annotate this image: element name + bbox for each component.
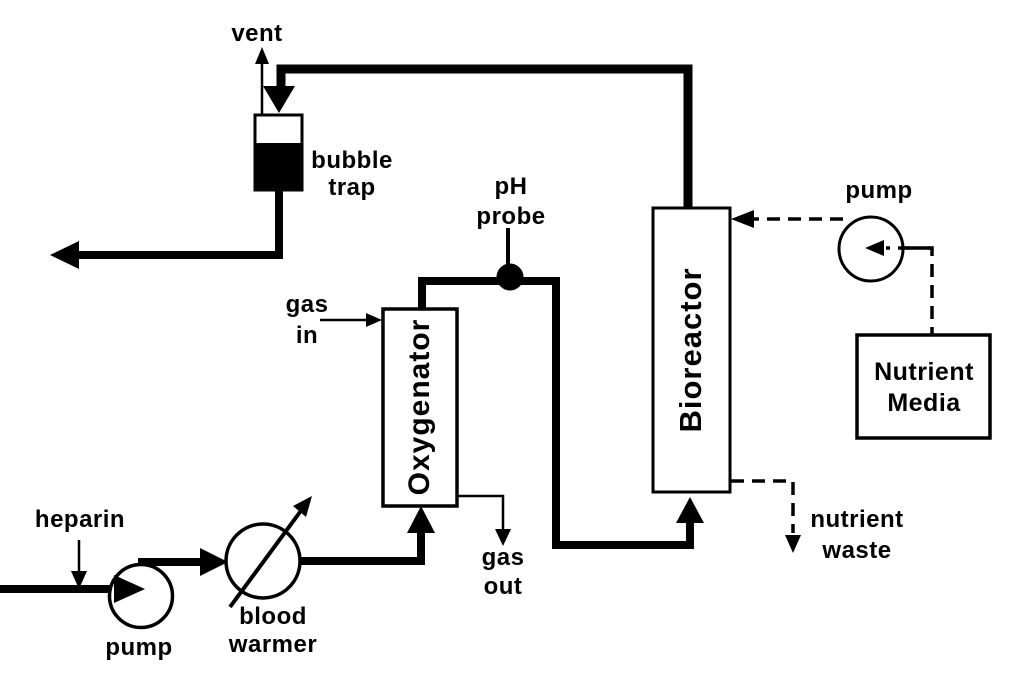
- arrowhead-into-oxygenator: [407, 506, 435, 533]
- gas-in-label: gas in: [285, 291, 329, 349]
- oxygenator-label: Oxygenator: [403, 318, 436, 496]
- vent-label: vent: [231, 20, 283, 47]
- gas-out-label: gas out: [481, 544, 525, 600]
- bubble-trap-liquid-fill: [256, 143, 301, 189]
- nutrient-media-box: [855, 333, 992, 440]
- arrowhead-into-bioreactor: [676, 497, 704, 523]
- bioreactor-label: Bioreactor: [673, 267, 708, 433]
- nutrient-waste-arrowhead: [785, 535, 801, 553]
- oxygenator-box: [381, 307, 459, 508]
- dashed-line-media-to-pump: [886, 246, 934, 340]
- pipe-oxygenator-to-bioreactor: [418, 277, 694, 549]
- pipe-bubble-trap-outlet: [77, 187, 283, 259]
- arrowhead-into-blood-warmer: [200, 548, 228, 576]
- blood-warmer-diagonal: [228, 506, 305, 609]
- gas-out-line: [458, 494, 505, 530]
- pipe-bioreactor-to-bubble-trap: [276, 64, 693, 209]
- heparin-arrowhead: [71, 571, 87, 589]
- blood-warmer-diagonal-arrowhead: [293, 496, 312, 517]
- arrowhead-pump-to-bioreactor: [731, 210, 754, 228]
- vent-arrowhead: [255, 47, 269, 64]
- heparin-label: heparin: [34, 506, 126, 533]
- gas-in-arrowhead: [366, 313, 382, 327]
- arrowhead-into-media-pump: [865, 240, 884, 256]
- arrowhead-into-blood-pump: [114, 575, 145, 603]
- ph-probe-label: pH probe: [476, 173, 546, 230]
- nutrient-waste-label: nutrient waste: [810, 506, 904, 564]
- bioreactor-box: [651, 206, 732, 494]
- dashed-line-bioreactor-to-waste: [731, 479, 795, 533]
- blood-pump-label: pump: [105, 634, 173, 661]
- media-pump-label: pump: [845, 177, 913, 204]
- bubble-trap-label: bubble trap: [311, 147, 393, 201]
- pipe-warmer-to-oxygenator: [297, 531, 425, 565]
- blood-warmer-label: blood warmer: [228, 603, 318, 658]
- gas-out-arrowhead: [495, 529, 511, 546]
- arrowhead-into-bubble-trap: [263, 86, 295, 113]
- ph-probe-dot: [496, 263, 524, 291]
- outlet-arrowhead: [50, 241, 79, 269]
- nutrient-media-label: Nutrient Media: [874, 358, 974, 417]
